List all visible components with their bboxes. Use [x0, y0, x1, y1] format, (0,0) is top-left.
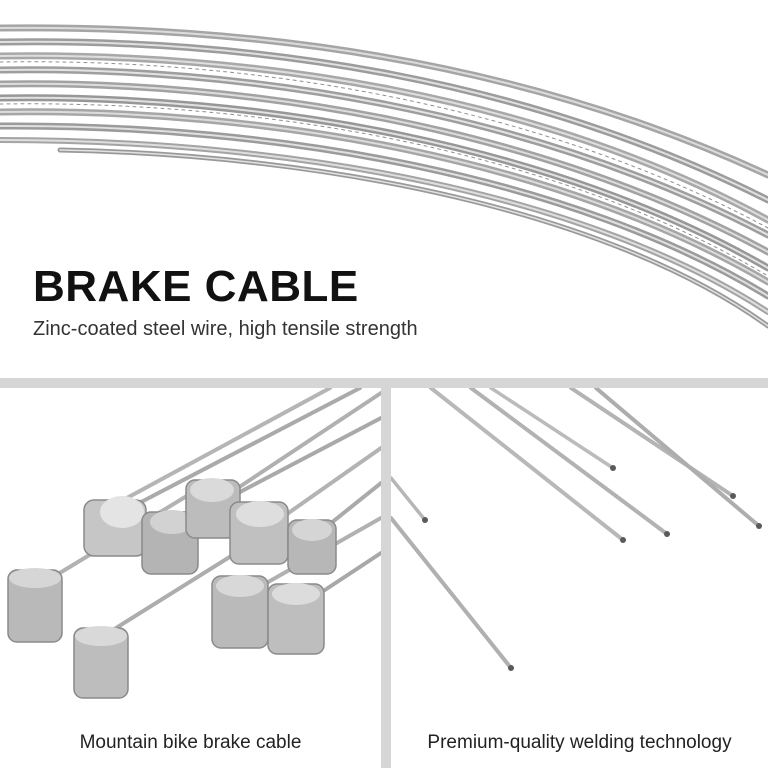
right-panel: Premium-quality welding technology — [391, 388, 768, 768]
welded-cable-tips-photo — [391, 388, 762, 671]
page-subtitle: Zinc-coated steel wire, high tensile str… — [33, 318, 418, 340]
page-title: BRAKE CABLE — [33, 262, 359, 311]
coiled-cable-photo — [0, 24, 768, 329]
barrel-end-cables-photo — [7, 388, 381, 699]
vertical-divider — [381, 388, 391, 768]
left-panel-caption: Mountain bike brake cable — [79, 732, 302, 753]
horizontal-divider — [0, 378, 768, 388]
left-panel: Mountain bike brake cable — [0, 388, 381, 768]
right-panel-caption: Premium-quality welding technology — [427, 732, 732, 753]
hero-section: BRAKE CABLE Zinc-coated steel wire, high… — [0, 0, 768, 378]
